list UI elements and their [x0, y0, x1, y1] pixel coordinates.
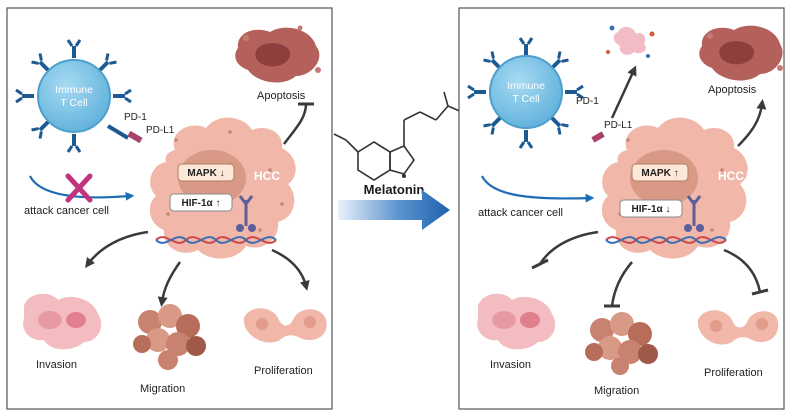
proliferation-cells-icon — [243, 308, 327, 343]
hcc-label-right: HCC — [718, 169, 744, 183]
hif-label-right: HIF-1α ↓ — [632, 204, 671, 215]
proliferation-inhibit-line — [723, 248, 769, 296]
debris-icon — [606, 25, 655, 58]
apoptosis-label: Apoptosis — [257, 90, 306, 102]
proliferation-arrow — [271, 248, 310, 291]
attack-label: attack cancer cell — [24, 205, 109, 217]
pdl1-label-right: PD-L1 — [604, 120, 633, 131]
pd1-label: PD-1 — [124, 112, 147, 123]
invasion-cells-icon — [23, 293, 102, 350]
mapk-pill — [177, 163, 235, 182]
pdl1-label: PD-L1 — [146, 125, 175, 136]
immune-t-cell-icon — [14, 38, 133, 154]
right-panel: Apoptosis Immune T Cell PD-1 PD-L1 — [458, 7, 785, 410]
invasion-cells-icon-right — [477, 293, 556, 350]
attack-label-right: attack cancer cell — [478, 207, 563, 219]
pd1-pdl1-contact — [106, 124, 143, 144]
apoptosis-cell-icon-right — [699, 25, 783, 81]
mapk-label: MAPK ↓ — [187, 168, 224, 179]
t-cell-label-line1: Immune — [55, 84, 93, 96]
immune-t-cell-icon-right — [466, 36, 585, 150]
attack-arrow-right — [481, 175, 595, 203]
apoptosis-label-right: Apoptosis — [708, 84, 757, 96]
t-cell-label-line2: T Cell — [60, 97, 87, 109]
migration-inhibit-line — [604, 261, 633, 308]
mapk-pill-right — [631, 163, 689, 182]
apoptosis-inhibit-line — [283, 102, 314, 145]
migration-cluster-icon — [133, 304, 206, 370]
hcc-receptor-icon — [236, 195, 256, 232]
invasion-label-right: Invasion — [490, 359, 531, 371]
apoptosis-promote-arrow — [737, 99, 767, 147]
hif-pill-right — [619, 199, 683, 218]
pd1-label-right: PD-1 — [576, 96, 599, 107]
hif-label: HIF-1α ↑ — [182, 198, 221, 209]
apoptosis-cell-icon — [235, 25, 321, 83]
migration-arrow — [157, 261, 182, 307]
migration-cluster-icon-right — [585, 312, 658, 375]
hif-pill — [169, 193, 233, 212]
melatonin-label: Melatonin — [364, 182, 425, 197]
melatonin-arrow — [338, 190, 450, 230]
t-cell-label-line2-right: T Cell — [512, 93, 539, 105]
pdl1-marker-right — [591, 131, 605, 143]
mapk-label-right: MAPK ↑ — [641, 168, 678, 179]
hcc-label: HCC — [254, 169, 280, 183]
migration-label-right: Migration — [594, 385, 639, 397]
invasion-arrow — [84, 230, 149, 268]
proliferation-label: Proliferation — [254, 365, 313, 377]
proliferation-cells-icon-right — [697, 310, 779, 345]
migration-label: Migration — [140, 383, 185, 395]
melatonin-molecule-icon — [333, 91, 463, 181]
attack-arrow — [29, 175, 135, 201]
left-panel: Apoptosis Immune T Cell PD-1 PD-L1 — [6, 7, 333, 410]
t-cell-label-line1-right: Immune — [507, 80, 545, 92]
hcc-receptor-icon-right — [684, 195, 704, 232]
dna-helix — [155, 236, 277, 244]
invasion-inhibit-line — [531, 230, 599, 270]
blocked-x-icon — [65, 173, 93, 203]
dna-helix-right — [605, 236, 727, 244]
proliferation-label-right: Proliferation — [704, 367, 763, 379]
pdl1-release-arrow — [610, 65, 637, 119]
invasion-label: Invasion — [36, 359, 77, 371]
